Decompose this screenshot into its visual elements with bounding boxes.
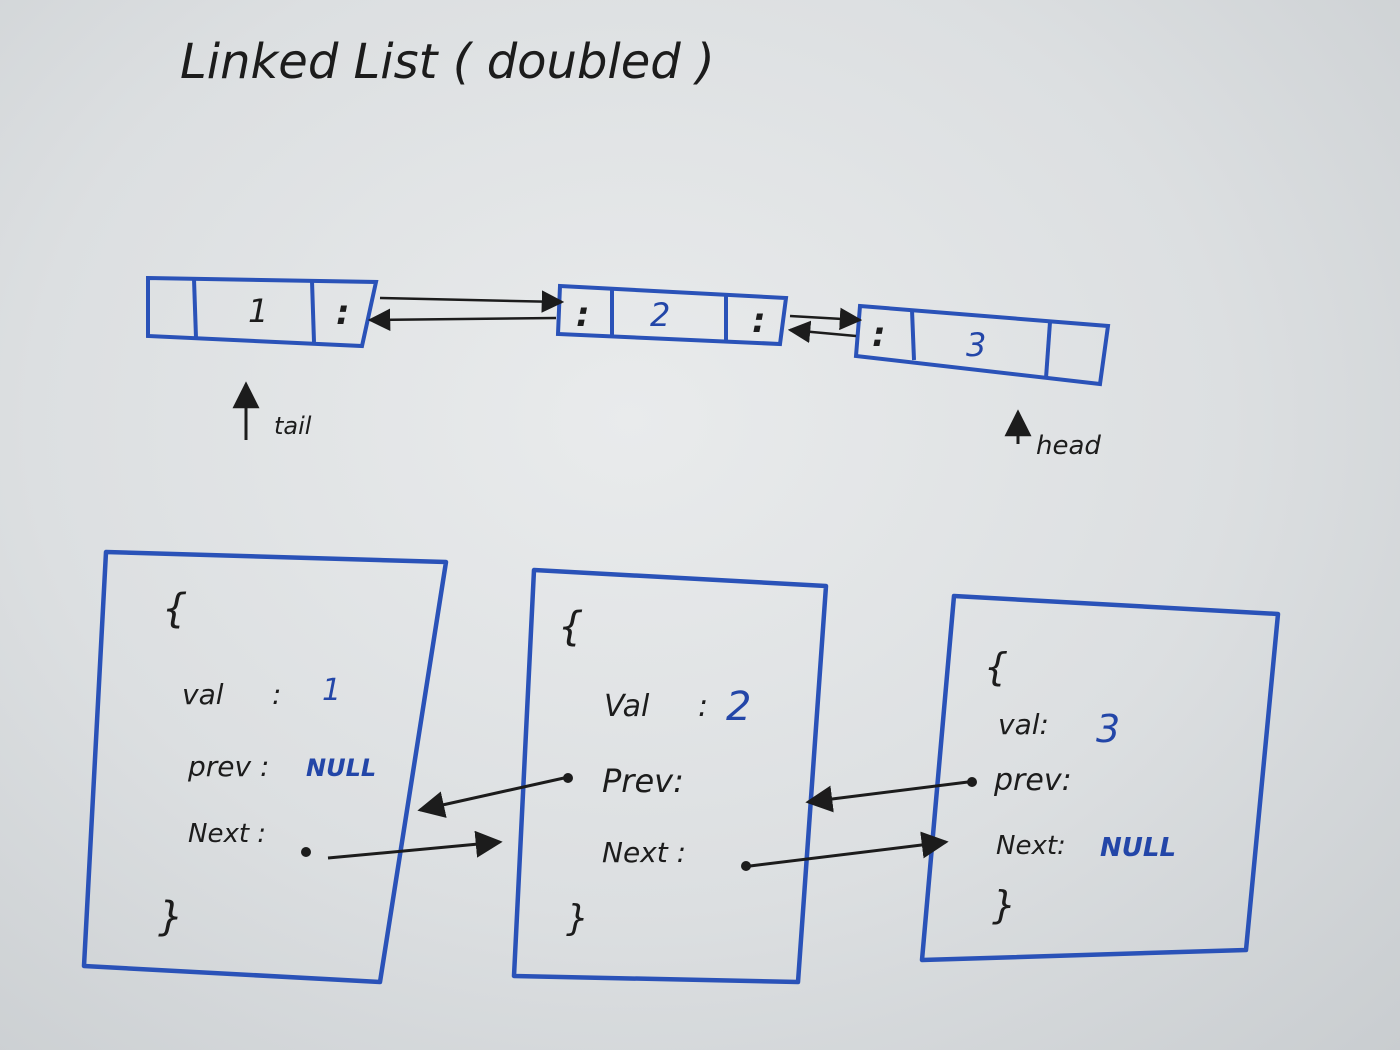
record-2-close-brace: } [566,898,589,939]
record-3-prev-label: prev: [993,763,1072,798]
record-3-open-brace: { [984,645,1008,689]
record-2-prev-label: Prev: [602,762,684,800]
record-3-val: 3 [1096,707,1120,751]
record-2: { Val : 2 Prev: Next : } [511,567,829,985]
arrow-node3-to-node2 [787,320,857,344]
record-1-prev-label: prev : [187,750,269,783]
record-3-close-brace: } [992,883,1016,927]
arrow-record1-next-to-record2 [327,830,503,860]
record-1: { val : 1 prev : NULL Next : } [81,549,449,985]
record-1-prev: NULL [306,754,376,782]
record-3-next-label: Next: [996,831,1066,861]
record-3: { val: 3 prev: Next: NULL } [919,593,1281,963]
record-1-val: 1 [322,673,341,708]
list-node-1-value: 1 [248,292,268,330]
record-2-next-label: Next : [602,836,686,869]
arrow-record2-next-to-record3 [749,831,949,868]
list-node-2-value: 2 [650,296,670,334]
arrow-node2-to-node1 [367,308,557,332]
head-label: head [1036,431,1101,461]
list-node-3-left-cell: : [872,315,886,355]
record-1-open-brace: { [162,586,187,632]
list-node-2: : 2 : [555,283,789,347]
list-node-2-left-cell: : [576,295,590,335]
arrow-node2-to-node3 [789,307,863,331]
record-1-close-brace: } [158,894,183,940]
list-node-3: : 3 [853,303,1111,387]
head-pointer: head [1004,409,1101,461]
record-1-next-label: Next : [188,819,266,849]
arrow-node1-to-node2 [379,290,565,313]
tail-label: tail [274,412,312,440]
arrow-record3-prev-to-record2 [805,780,969,813]
record-3-next: NULL [1100,833,1176,863]
record-2-val-label: Val [604,689,650,724]
diagram-title: Linked List ( doubled ) [180,34,715,90]
list-node-2-right-cell: : [752,301,766,341]
list-node-3-value: 3 [966,326,986,364]
record-2-open-brace: { [558,604,583,650]
list-node-1-right-cell: : [336,293,350,333]
record-2-val-sep: : [698,689,708,724]
arrow-record2-prev-to-record1 [417,776,565,818]
tail-pointer: tail [232,381,312,440]
record-1-val-label: val [182,678,224,711]
record-1-val-sep: : [272,678,281,711]
record-2-val: 2 [726,684,751,730]
list-node-1: 1 : [146,275,379,349]
record-3-val-label: val: [998,708,1049,741]
